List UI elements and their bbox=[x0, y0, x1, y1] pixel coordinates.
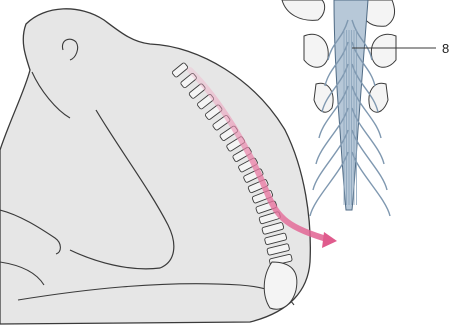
seated-figure bbox=[0, 9, 310, 324]
spinal-cord bbox=[334, 0, 368, 210]
pain-arrow-head bbox=[322, 232, 337, 248]
cauda-equina-inset bbox=[282, 0, 436, 216]
vertebra-right-mid bbox=[371, 34, 396, 67]
body-silhouette bbox=[0, 9, 310, 324]
vertebra-left-mid bbox=[304, 34, 328, 67]
vertebra-left-top bbox=[282, 0, 325, 20]
label-8: 8 bbox=[442, 41, 449, 56]
